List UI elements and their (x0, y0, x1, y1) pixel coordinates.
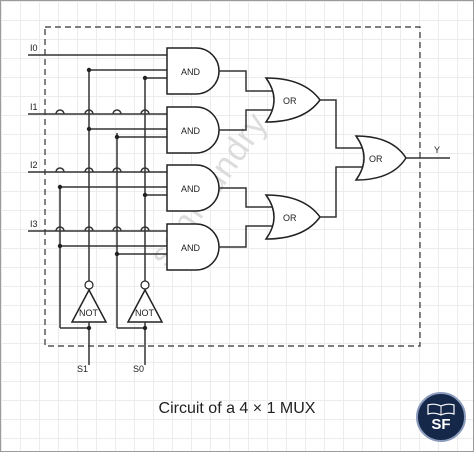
and-gate-2 (166, 164, 220, 212)
and-gate-0 (166, 47, 220, 95)
not-bubble-s0 (140, 280, 150, 290)
and-gate-1 (166, 106, 220, 154)
not-label-s1: NOT (79, 308, 99, 318)
or-label-final: OR (369, 154, 383, 164)
or-gate-top (264, 77, 321, 123)
or-gate-bottom (264, 194, 321, 240)
sanfoundry-logo: SF (416, 392, 466, 442)
not-label-s0: NOT (135, 308, 155, 318)
and-label-0: AND (181, 67, 201, 77)
label-i2: I2 (30, 160, 38, 170)
or-label-top: OR (283, 96, 297, 106)
label-s0: S0 (133, 364, 144, 374)
label-s1: S1 (77, 364, 88, 374)
label-i3: I3 (30, 219, 38, 229)
and-label-2: AND (181, 184, 201, 194)
book-icon (427, 403, 455, 416)
label-i1: I1 (30, 102, 38, 112)
logo-text: SF (431, 416, 451, 433)
or-label-bottom: OR (283, 213, 297, 223)
circuit-boundary (44, 26, 421, 347)
label-y: Y (434, 145, 440, 155)
label-i0: I0 (30, 43, 38, 53)
and-label-3: AND (181, 243, 201, 253)
and-label-1: AND (181, 126, 201, 136)
or-gate-final (354, 135, 407, 181)
figure-caption: Circuit of a 4 × 1 MUX (158, 400, 316, 417)
and-gate-3 (166, 223, 220, 271)
not-bubble-s1 (84, 280, 94, 290)
